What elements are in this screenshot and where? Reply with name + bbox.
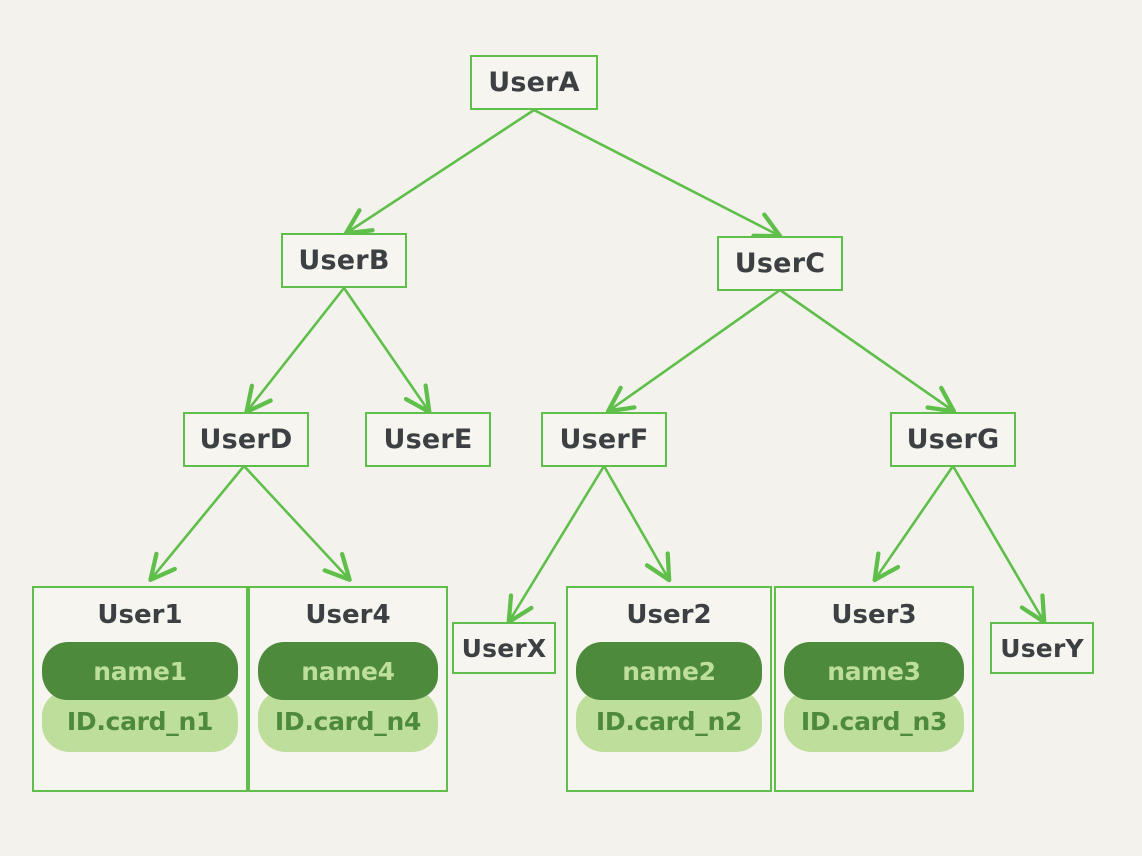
card-user2-idcard-pill[interactable]: ID.card_n2: [576, 690, 762, 752]
card-user1-idcard-pill[interactable]: ID.card_n1: [42, 690, 238, 752]
node-userY-label: UserY: [1000, 633, 1084, 663]
edge-userC-userG: [778, 288, 957, 414]
card-user3-idcard-text: ID.card_n3: [800, 706, 948, 736]
node-userE-label: UserE: [383, 424, 473, 455]
card-user3[interactable]: User3 name3 ID.card_n3: [774, 586, 974, 792]
card-user2[interactable]: User2 name2 ID.card_n2: [566, 586, 772, 792]
card-user4[interactable]: User4 name4 ID.card_n4: [248, 586, 448, 792]
node-userX-label: UserX: [461, 633, 547, 663]
card-user1-title: User1: [97, 600, 183, 630]
node-userD[interactable]: UserD: [183, 412, 309, 467]
card-user4-idcard-pill[interactable]: ID.card_n4: [258, 690, 438, 752]
node-userX[interactable]: UserX: [452, 622, 556, 674]
card-user2-title: User2: [626, 600, 712, 630]
card-user3-name-text: name3: [827, 656, 921, 686]
node-userB[interactable]: UserB: [281, 233, 407, 288]
node-userF-label: UserF: [559, 424, 649, 455]
card-user4-name-pill[interactable]: name4: [258, 642, 438, 700]
edge-userB-userD: [244, 286, 346, 415]
card-user1-name-pill[interactable]: name1: [42, 642, 238, 700]
card-user4-title: User4: [305, 600, 391, 630]
node-userE[interactable]: UserE: [365, 412, 491, 467]
card-user4-name-text: name4: [301, 656, 395, 686]
node-userG-label: UserG: [906, 424, 1000, 455]
card-user4-idcard-text: ID.card_n4: [274, 706, 422, 736]
node-userA-label: UserA: [488, 67, 580, 98]
card-user3-idcard-pill[interactable]: ID.card_n3: [784, 690, 964, 752]
edge-userA-userC: [532, 108, 783, 239]
node-userF[interactable]: UserF: [541, 412, 667, 467]
card-user2-idcard-text: ID.card_n2: [595, 706, 743, 736]
edge-userD-user4: [242, 464, 352, 582]
card-user2-name-text: name2: [622, 656, 716, 686]
edge-userG-user3: [872, 464, 955, 583]
card-user2-name-pill[interactable]: name2: [576, 642, 762, 700]
card-user1-idcard-text: ID.card_n1: [66, 706, 214, 736]
card-user3-title: User3: [831, 600, 917, 630]
node-userB-label: UserB: [298, 245, 390, 276]
node-userC[interactable]: UserC: [717, 236, 843, 291]
card-user1-fields: name1 ID.card_n1: [42, 642, 238, 780]
card-user2-fields: name2 ID.card_n2: [576, 642, 762, 780]
edge-userA-userB: [343, 108, 536, 236]
card-user1-name-text: name1: [93, 656, 187, 686]
node-userC-label: UserC: [734, 248, 826, 279]
edge-userD-user1: [148, 464, 246, 582]
card-user4-fields: name4 ID.card_n4: [258, 642, 438, 780]
card-user3-name-pill[interactable]: name3: [784, 642, 964, 700]
edge-userB-userE: [342, 286, 432, 415]
node-userG[interactable]: UserG: [890, 412, 1016, 467]
edge-userF-user2: [602, 464, 672, 583]
node-userD-label: UserD: [199, 424, 293, 455]
node-userA[interactable]: UserA: [470, 55, 598, 110]
node-userY[interactable]: UserY: [990, 622, 1094, 674]
card-user1[interactable]: User1 name1 ID.card_n1: [32, 586, 248, 792]
edge-userC-userF: [605, 288, 782, 414]
card-user3-fields: name3 ID.card_n3: [784, 642, 964, 780]
